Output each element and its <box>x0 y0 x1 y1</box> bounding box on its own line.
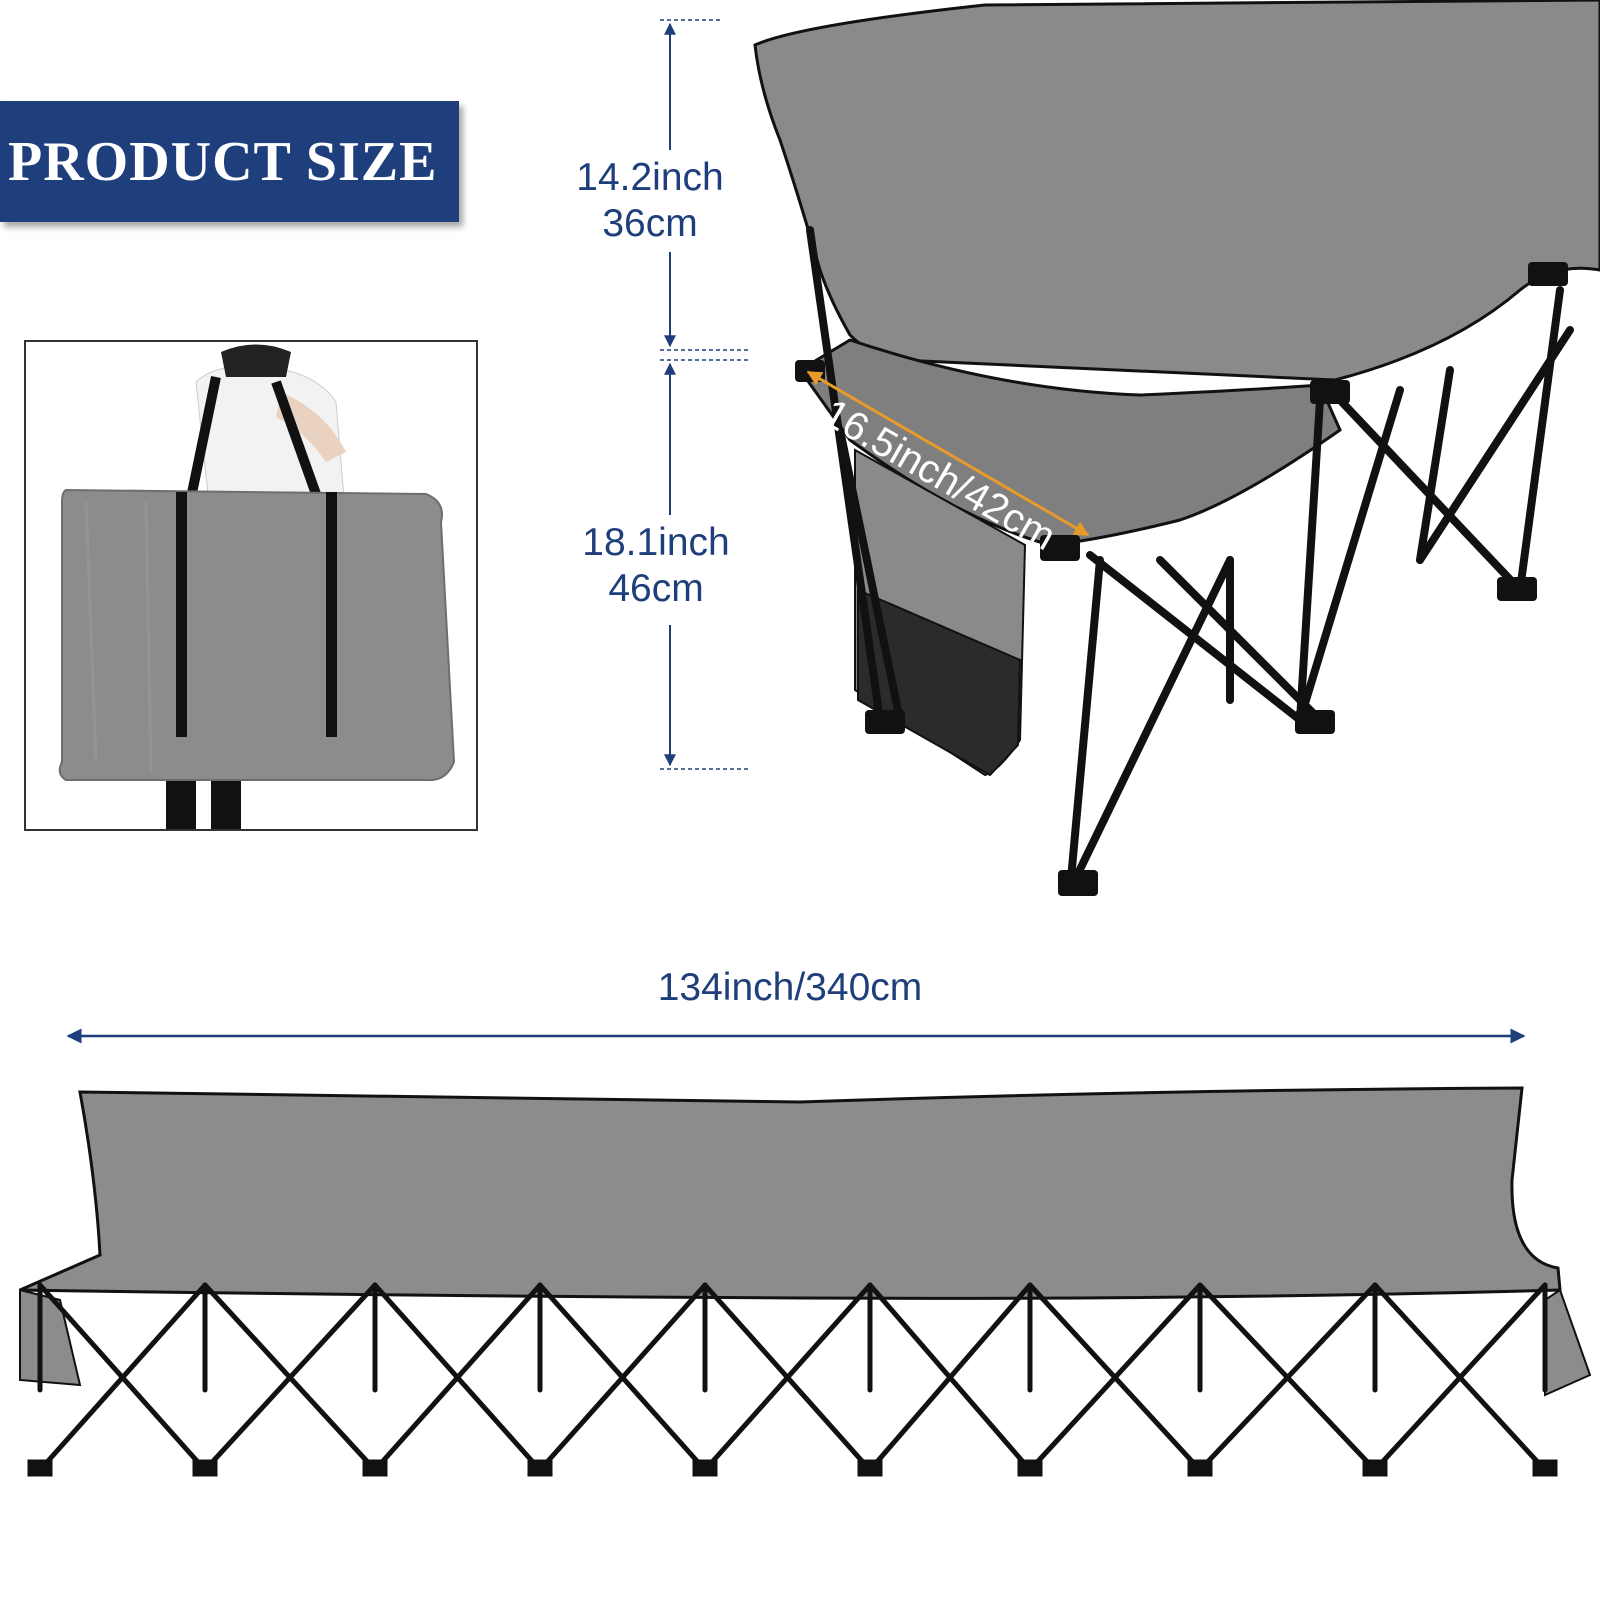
bench-frame-bar <box>1027 1282 1203 1473</box>
bench-frame-bar <box>537 1282 708 1473</box>
seat-height-label: 18.1inch 46cm <box>566 520 746 612</box>
back-height-inch: 14.2inch <box>576 156 724 199</box>
bench-front-photo <box>19 1086 1592 1477</box>
bench-foot <box>192 1459 218 1477</box>
carry-bag-illustration <box>58 344 456 829</box>
bench-frame-bar <box>37 1282 208 1473</box>
total-width-label: 134inch/340cm <box>657 966 923 1009</box>
seat-height-cm: 46cm <box>608 567 704 610</box>
seat-height-inch: 18.1inch <box>582 521 730 564</box>
bench-foot <box>527 1459 553 1477</box>
banner-title: PRODUCT SIZE <box>8 130 438 193</box>
bench-frame-bar <box>702 1282 873 1473</box>
bench-foot <box>1017 1459 1043 1477</box>
back-height-label: 14.2inch 36cm <box>560 155 740 247</box>
bench-foot <box>1187 1459 1213 1477</box>
bench-foot <box>27 1459 53 1477</box>
back-height-cm: 36cm <box>602 202 698 245</box>
bench-frame-bar <box>202 1282 378 1473</box>
bench-frame-bar <box>1197 1282 1378 1473</box>
back-height-dimension-line <box>660 19 750 351</box>
bench-foot <box>857 1459 883 1477</box>
bench-foot <box>692 1459 718 1477</box>
seat-depth-arrow <box>806 370 1090 537</box>
product-size-banner: PRODUCT SIZE <box>0 101 459 222</box>
bench-frame-bar <box>372 1282 543 1473</box>
bench-frame-bar <box>867 1282 1033 1473</box>
bench-foot <box>1362 1459 1388 1477</box>
bench-frame-bar <box>1372 1282 1548 1473</box>
bench-closeup-photo <box>753 0 1600 896</box>
carry-bag-photo <box>24 340 478 831</box>
bench-foot <box>1532 1459 1558 1477</box>
bench-foot <box>362 1459 388 1477</box>
seat-height-dimension-line <box>660 359 750 770</box>
